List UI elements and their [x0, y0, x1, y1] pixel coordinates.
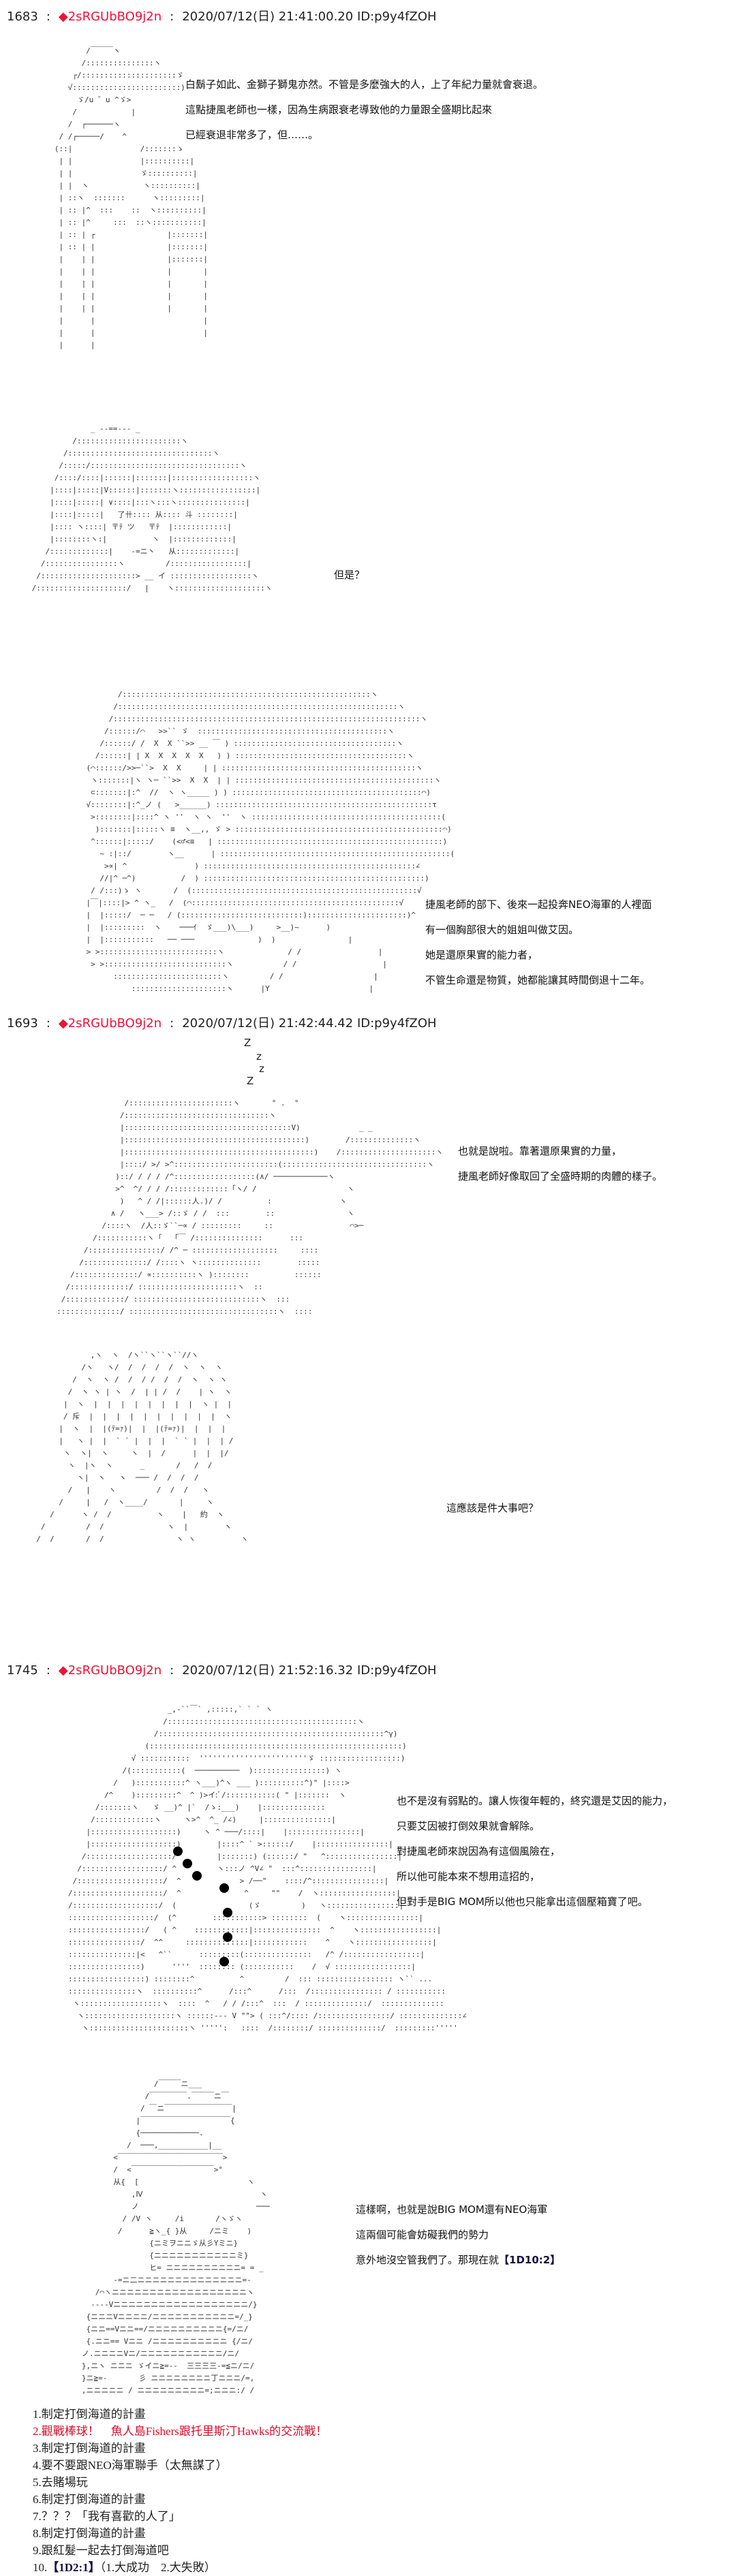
bullet-dot — [219, 1883, 229, 1893]
choice-item: 7.？？？「我有喜歡的人了」 — [33, 2510, 181, 2523]
dialogue-line: 只要艾因被打倒效果就會解除。 — [397, 1820, 540, 1832]
dialogue-line: 這應該是件大事吧？ — [446, 1502, 539, 1514]
dialogue-block: 這樣啊，也就是說BIG MOM還有NEO海軍 這兩個可能會妨礙我們的勢力 意外地… — [356, 2197, 560, 2273]
dialogue-line: 已經衰退非常多了，但……。 — [185, 129, 319, 141]
choice-item: 3.制定打倒海道的計畫 — [33, 2442, 146, 2455]
choice-item: 8.制定打倒海道的計畫 — [33, 2527, 146, 2540]
ascii-art-face: _ --==--- _ /:::::::::::::::::::::::ヽ /:… — [31, 424, 273, 593]
bullet-dot — [219, 1957, 229, 1966]
choice-item: 10.【1D2:1】（1.大成功 2.大失敗） — [33, 2561, 216, 2574]
choice-item: 9.跟紅髮一起去打倒海道吧 — [33, 2544, 169, 2557]
bullet-dot — [183, 1859, 192, 1868]
post-id[interactable]: ID:p9y4fZOH — [356, 1016, 437, 1031]
dialogue-line: 意外地沒空管我們了。那現在就【1D10:2】 — [356, 2254, 561, 2266]
dice-result: 【1D10:2】 — [499, 2254, 561, 2266]
post-id[interactable]: ID:p9y4fZOH — [356, 1663, 437, 1678]
ascii-art-standing-figure: /￣￣￣ヽ /:::::::::::::::ヽ ┌/::::::::::::::… — [54, 46, 209, 349]
tripcode[interactable]: ◆2sRGUbBO9j2n — [58, 1663, 162, 1678]
dialogue-line: 所以他可能本來不想用這招的， — [397, 1870, 540, 1883]
dialogue-block: 捷風老師的部下、後來一起投奔NEO海軍的人裡面 有一個胸部很大的姐姐叫做艾因。 … — [425, 892, 652, 993]
dialogue-line: 捷風老師的部下、後來一起投奔NEO海軍的人裡面 — [425, 898, 652, 911]
sleep-mark: z — [259, 1063, 264, 1075]
post-number: 1683 — [7, 10, 38, 24]
sleep-mark: z — [256, 1050, 262, 1063]
bullet-dot — [223, 1908, 232, 1917]
post-number: 1745 — [7, 1663, 38, 1678]
ascii-art-glasses-girl: /:::::::::::::::::::::::::::::::::::::::… — [86, 690, 455, 993]
dialogue-block: 但是？ — [334, 563, 365, 588]
dialogue-line: 對捷風老師來說因為有這個風險在， — [397, 1845, 561, 1857]
post-number: 1693 — [7, 1016, 38, 1031]
sleep-mark: Z — [244, 1037, 251, 1049]
dialogue-line: 也不是沒有弱點的。讓人恢復年輕的，終究還是艾因的能力， — [397, 1795, 673, 1807]
dialogue-line: 白鬍子如此、金獅子獅鬼亦然。不管是多麼強大的人，上了年紀力量就會衰退。 — [185, 78, 544, 91]
sleep-mark: Z — [247, 1075, 254, 1087]
tripcode[interactable]: ◆2sRGUbBO9j2n — [58, 10, 162, 24]
tripcode[interactable]: ◆2sRGUbBO9j2n — [58, 1016, 162, 1031]
dialogue-line: 這兩個可能會妨礙我們的勢力 — [356, 2229, 489, 2241]
bullet-dot — [192, 1871, 202, 1881]
dialogue-line: 有一個胸部很大的姐姐叫做艾因。 — [425, 924, 579, 936]
dialogue-block: 這應該是件大事吧？ — [446, 1496, 538, 1521]
dialogue-line: 也就是說啦。靠著還原果實的力量， — [458, 1145, 622, 1157]
ascii-art-big-figure: _,-``￣` ,:::::,` ` ` ヽ /::::::::::::::::… — [68, 1705, 467, 2032]
post-id[interactable]: ID:p9y4fZOH — [356, 10, 437, 24]
choice-item: 6.制定打倒海道的計畫 — [33, 2493, 146, 2506]
choice-item: 5.去賭場玩 — [33, 2476, 88, 2489]
dialogue-line: 這點捷風老師也一樣，因為生病跟衰老導致他的力量跟全盛期比起來 — [185, 104, 493, 116]
ascii-art-man-face: ,ヽ ヽ /ヽ``ヽ``ヽ``//ヽ /ヽ ヽ/ / / / / ヽ ヽ ヽ /… — [36, 1351, 249, 1543]
dialogue-line: 不管生命還是物質，她都能讓其時間倒退十二年。 — [425, 974, 651, 986]
post-datetime: 2020/07/12(日) 21:42:44.42 — [182, 1016, 354, 1031]
post-datetime: 2020/07/12(日) 21:52:16.32 — [182, 1663, 354, 1678]
post-header: 1693:◆2sRGUbBO9j2n:2020/07/12(日) 21:42:4… — [7, 1016, 437, 1031]
post-datetime: 2020/07/12(日) 21:41:00.20 — [182, 10, 354, 24]
dialogue-block: 也不是沒有弱點的。讓人恢復年輕的，終究還是艾因的能力， 只要艾因被打倒效果就會解… — [397, 1789, 673, 1915]
choice-item-highlighted: 2.觀戰棒球！ 魚人島Fishers跟托里斯汀Hawks的交流戰！ — [33, 2425, 328, 2438]
ascii-art-sleeping-figure: /:::::::::::::::::::::::ヽ ° . ° /:::::::… — [57, 1099, 444, 1316]
dialogue-line: 捷風老師好像取回了全盛時期的肉體的樣子。 — [458, 1170, 663, 1182]
dialogue-line: 這樣啊，也就是說BIG MOM還有NEO海軍 — [356, 2203, 548, 2216]
dialogue-line: 但是？ — [334, 569, 365, 581]
choice-item: 1.制定打倒海道的計畫 — [33, 2408, 146, 2421]
choice-list: 1.制定打倒海道的計畫 2.觀戰棒球！ 魚人島Fishers跟托里斯汀Hawks… — [33, 2406, 327, 2576]
dialogue-block: 也就是說啦。靠著還原果實的力量， 捷風老師好像取回了全盛時期的肉體的樣子。 — [458, 1139, 662, 1189]
dialogue-line: 但對手是BIG MOM所以他也只能拿出這個壓箱寶了吧。 — [397, 1896, 648, 1908]
dialogue-block: 白鬍子如此、金獅子獅鬼亦然。不管是多麼強大的人，上了年紀力量就會衰退。 這點捷風… — [185, 72, 543, 148]
choice-item: 4.要不要跟NEO海軍聯手（太無謀了） — [33, 2459, 228, 2472]
post-header: 1745:◆2sRGUbBO9j2n:2020/07/12(日) 21:52:1… — [7, 1663, 437, 1678]
dice-result: 【1D2:1】 — [47, 2561, 100, 2574]
dialogue-line: 她是還原果實的能力者， — [425, 949, 538, 961]
bullet-dot — [173, 1847, 183, 1856]
ascii-art-hat-figure: /￣￣￣ニ___ /￣￣￣￣￣.￣￣￣ニ￣ / ￣ニ￣￣￣￣￣￣￣￣￣| |￣￣… — [81, 2079, 270, 2395]
post-header: 1683:◆2sRGUbBO9j2n:2020/07/12(日) 21:41:0… — [7, 10, 437, 24]
bullet-dot — [223, 1932, 232, 1942]
